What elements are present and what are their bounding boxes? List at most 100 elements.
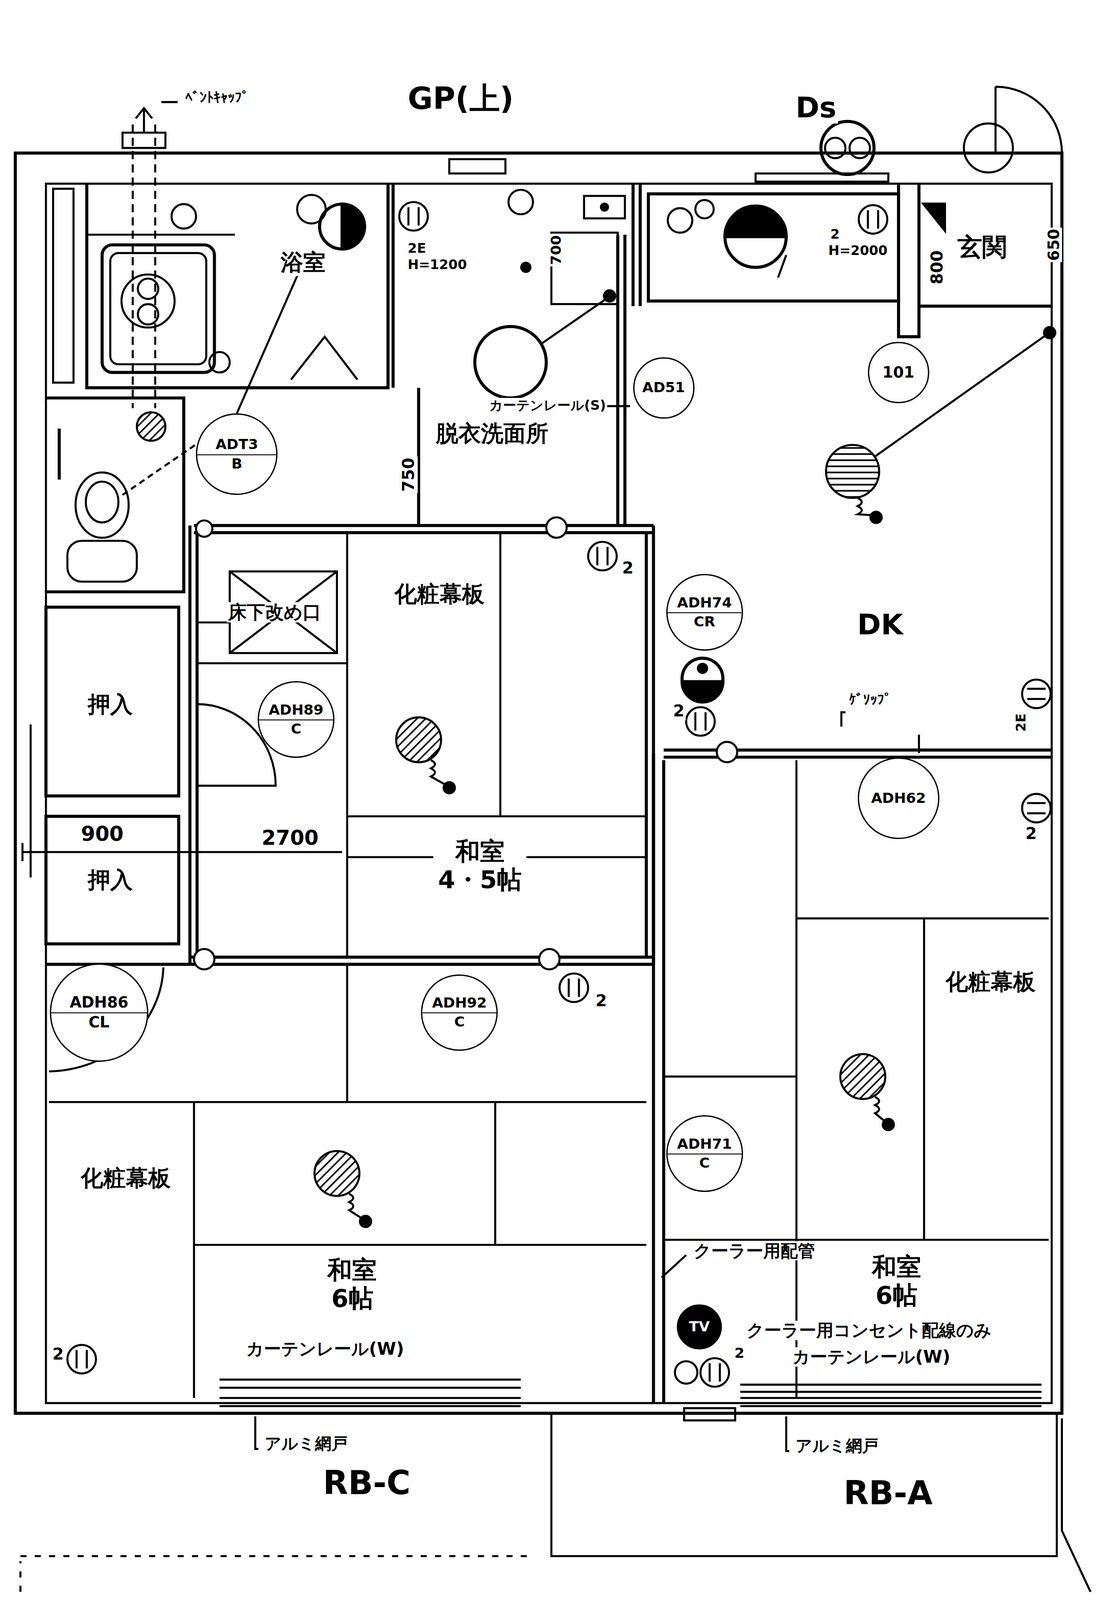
toilet [75,472,129,538]
plan-label: 2 [1024,825,1039,844]
outlet-symbols [67,202,1051,1388]
outlet-pins [76,1350,87,1369]
kitchen-drain [777,255,787,278]
room-name: DK [854,607,906,643]
plan-label: 650 [1045,227,1063,263]
plan-label: 900 [79,822,125,846]
fixture-half [682,681,724,703]
room-name: 押入 [85,690,136,719]
plan-label: アルミ網戸 [263,1435,350,1454]
plan-label: 700 [548,233,565,267]
ds-meter [821,121,875,175]
fixture-circle: ADH74CR [666,574,744,651]
fixture-code: ADH71 [677,1136,733,1154]
fixture [521,263,531,272]
bath-fixture [171,204,197,230]
room-area: 玄関 [919,183,1052,307]
plan-label: アルミ網戸 [794,1437,880,1456]
bath-fixture [209,352,230,373]
room-wall [45,962,190,966]
left-fixture [52,188,74,383]
fixture-code: ADH62 [870,790,926,807]
stove [695,199,714,219]
ceiling-light [840,1054,886,1100]
inner-wall [45,183,1052,1404]
genkan-mark [923,204,945,230]
divider-line [51,1012,147,1014]
plan-label: 化粧幕板 [944,969,1037,995]
plan-label: クーラー用配管 [692,1241,817,1261]
wiring-line [122,439,205,496]
fixture-circle: ADH86CL [49,963,148,1062]
outlet [67,1345,97,1375]
outlet-pins [1027,688,1046,699]
closet [45,607,179,796]
ds-meter [849,137,870,158]
plan-label: 2E [1013,712,1029,734]
washer-tap [584,195,626,219]
fixture-code: ADT3 [215,436,259,455]
kitchen-sink-half [724,206,787,237]
plan-label: 2700 [260,826,320,850]
curtain-rail [219,1379,1042,1393]
divider-line [422,1012,497,1014]
plan-label: 化粧幕板 [79,1166,173,1191]
bathtub-inner [110,253,207,365]
tatami-line [347,532,647,958]
fixture-code: ADH92 [431,994,487,1013]
exterior-light [964,123,1014,173]
pull-cord [431,760,448,786]
cord-dot [883,1119,894,1131]
plan-label: 750 [399,456,418,493]
plan-label: 2 [829,226,841,242]
fixture-circle: ADH62 [857,757,940,840]
plan-label: カーテンレール(W) [791,1347,952,1367]
fixture-code: B [231,454,243,473]
plan-label: カーテンレール(W) [244,1339,406,1359]
cord-dot [870,512,882,523]
ds-meter [825,137,846,158]
plan-label: 化粧幕板 [393,581,486,607]
room-area: 浴室 [86,183,389,389]
outlet [588,541,617,571]
switch-box [546,517,567,538]
room-wall [189,957,654,965]
fixture-code: ADH74 [677,594,733,613]
outlet-pins [709,1363,720,1382]
top-window [449,159,506,174]
toilet-tank [67,540,137,582]
tatami-line [663,760,1049,1399]
fixture-circle: ADH71C [666,1115,744,1193]
bath-floor-drain [291,336,358,380]
fixture [508,189,534,215]
outlet-pins [408,207,419,226]
bath-floor [86,233,236,237]
fixture-code: AD51 [642,379,686,397]
plan-label: クーラー用コンセント配線のみ [745,1321,993,1341]
plan-label: 2 [594,992,609,1011]
fixture-code: ADH86 [69,994,129,1014]
fixture-dot [698,664,707,673]
dressing-partition [617,234,625,526]
toilet-light [136,412,166,442]
bath-burner [121,274,175,328]
genkan-wall [898,183,1052,337]
cord-dot [444,782,455,793]
outlet-pins [1027,803,1046,814]
outlet-pins [867,210,879,230]
leader-line [661,1255,687,1278]
outlet [858,205,888,234]
vent-cap [122,108,166,148]
plan-label: 2 [732,1345,746,1362]
toilet [85,481,119,523]
divider-line [667,1153,742,1155]
pull-cord [349,1193,364,1220]
entrance-door [995,86,1062,154]
room-name: 和室 6帖 [849,1252,944,1311]
outlet [1021,679,1051,709]
cord-dot [360,1216,371,1227]
outlet [675,1361,698,1385]
kitchen-counter [648,193,899,301]
kitchen-sink [724,206,787,268]
room-name: 和室 6帖 [305,1255,399,1314]
